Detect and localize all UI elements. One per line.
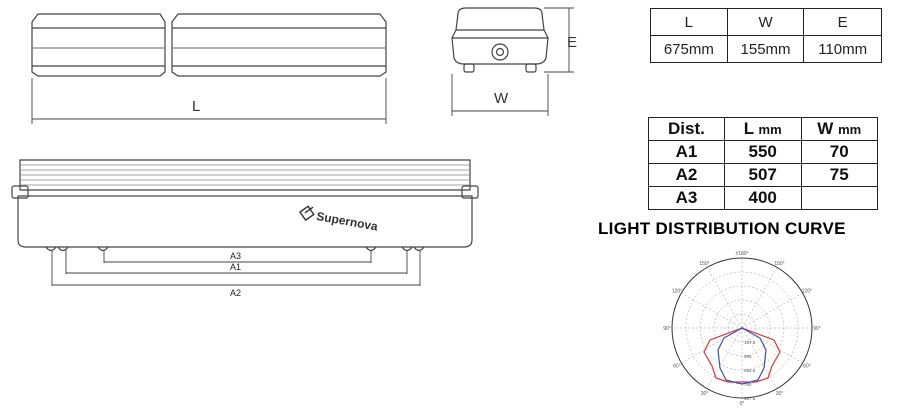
dims-value-l: 675mm [650,35,728,63]
polar-angle-label: 0° [740,401,745,407]
polar-spoke [706,267,743,329]
dist-row-a2-l: 507 [723,163,802,187]
left-clip [11,185,29,199]
dist-header-l: L mm [723,117,802,141]
end-cap-gland [491,43,509,61]
polar-radial-label: 197.5 [744,340,756,345]
curve-c90 [717,327,767,385]
top-view-left-section [31,13,166,77]
polar-angle-label: 60° [673,364,681,370]
curve-title: LIGHT DISTRIBUTION CURVE [598,219,846,238]
polar-spoke [741,267,778,329]
width-label: W [494,90,509,107]
polar-angle-label: 120° [672,289,682,295]
height-label: E [567,34,577,51]
dims-header-e: E [803,8,882,36]
dims-header-w: W [726,8,805,36]
end-view-body [451,7,549,65]
polar-spoke [741,292,803,329]
dims-value-w: 155mm [726,35,805,63]
distance-table: Dist. L mm W mm A1 550 70 A2 507 75 A3 4… [648,117,879,210]
polar-angle-label: 60° [803,364,811,370]
a3-label: A3 [230,251,241,261]
polar-angle-label: 150° [699,261,709,267]
housing-body [17,195,473,248]
polar-angle-label: ±180° [735,251,748,257]
svg-text:Supernova: Supernova [315,209,379,234]
polar-angle-label: 90° [813,326,821,332]
polar-radial-label: 395 [744,354,752,359]
polar-angle-label: 30° [776,391,784,397]
supernova-logo: Supernova [299,205,379,234]
polar-angle-label: 90° [663,326,671,332]
dist-row-a1-w: 70 [800,140,879,164]
side-view-drawing: Supernova A3 A1 A2 [11,159,479,298]
polar-angle-label: 150° [774,261,784,267]
dimensions-table: L W E 675mm 155mm 110mm [650,8,882,63]
dist-row-a1-l: 550 [723,140,802,164]
top-view-drawing: L [31,13,387,124]
dims-header-l: L [650,8,728,36]
polar-angle-label: 120° [802,289,812,295]
top-view-right-section [171,13,387,77]
dist-header-dist: Dist. [648,117,725,141]
dist-row-a2-w: 75 [800,163,879,187]
right-clip [461,185,479,199]
a1-label: A1 [230,262,241,272]
end-view-drawing: W E [451,7,577,116]
light-distribution-polar-chart: ±180° 150° 150° 120° 120° 90° 90° 60° 60° 30° 30° 0… [663,251,821,407]
dist-row-a2-label: A2 [648,163,725,187]
curve-c0 [703,327,781,383]
dist-header-w: W mm [800,117,879,141]
dims-value-e: 110mm [803,35,882,63]
dist-row-a1-label: A1 [648,140,725,164]
polar-radial-label: 790 [744,382,752,387]
dist-row-a3-label: A3 [648,186,725,210]
a2-label: A2 [230,288,241,298]
dist-row-a3-l: 400 [723,186,802,210]
length-label: L [192,98,200,115]
dist-row-a3-w [800,186,879,210]
polar-angle-label: 30° [701,391,709,397]
polar-spoke [681,292,743,329]
polar-radial-label: 987.5 [744,396,756,401]
polar-radial-label: 592.5 [744,368,756,373]
